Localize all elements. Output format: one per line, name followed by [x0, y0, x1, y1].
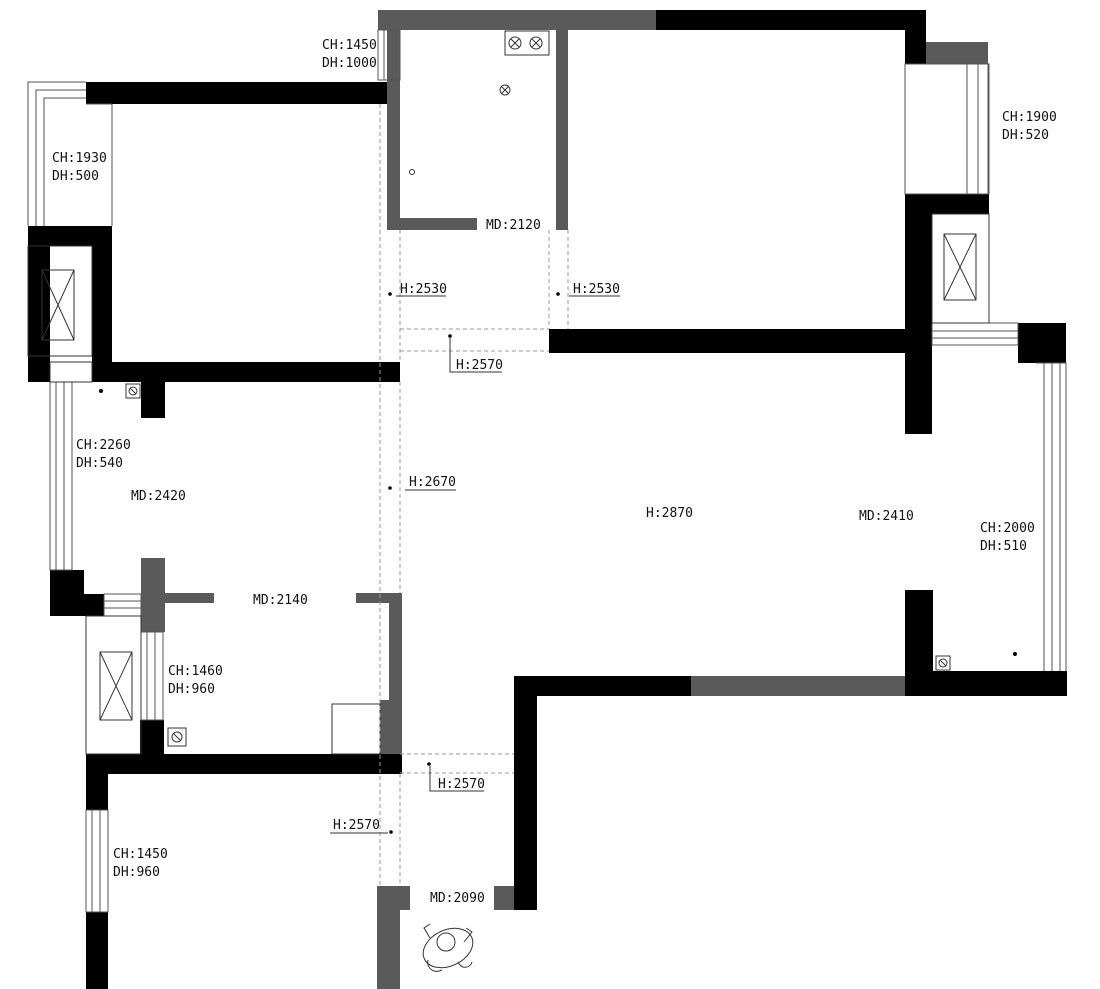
label-h-entry-left: H:2570 — [333, 818, 380, 833]
walls-structural — [28, 10, 1067, 989]
label-win-left-low-dh: DH:960 — [168, 682, 215, 697]
label-win-left-mid-ch: CH:2260 — [76, 438, 131, 453]
label-h-hall: H:2670 — [409, 475, 456, 490]
label-win-left-mid-dh: DH:540 — [76, 456, 123, 471]
label-h-entry-right: H:2570 — [438, 777, 485, 792]
ac-units — [27, 213, 990, 755]
label-win-left-bottom-ch: CH:1450 — [113, 847, 168, 862]
label-win-right-mid-dh: DH:510 — [980, 539, 1027, 554]
dimension-labels: CH:1450 DH:1000 CH:1930 DH:500 CH:1900 D… — [52, 38, 1057, 906]
label-win-left-low-ch: CH:1460 — [168, 664, 223, 679]
label-door-bath: MD:2120 — [486, 218, 541, 233]
label-win-left-top-ch: CH:1930 — [52, 151, 107, 166]
label-door-bed-left: MD:2420 — [131, 489, 186, 504]
leader-lines — [330, 292, 620, 834]
label-h-right-top: H:2530 — [573, 282, 620, 297]
label-door-bed-right: MD:2410 — [859, 509, 914, 524]
label-win-right-mid-ch: CH:2000 — [980, 521, 1035, 536]
label-win-top-ch: CH:1450 — [322, 38, 377, 53]
label-h-living: H:2870 — [646, 506, 693, 521]
label-h-left-top: H:2530 — [400, 282, 447, 297]
label-door-kitchen: MD:2140 — [253, 593, 308, 608]
windows — [27, 29, 1067, 913]
label-win-right-top-dh: DH:520 — [1002, 128, 1049, 143]
label-win-right-top-ch: CH:1900 — [1002, 110, 1057, 125]
label-win-left-top-dh: DH:500 — [52, 169, 99, 184]
entrance-person-icon — [422, 923, 474, 972]
label-win-top-dh: DH:1000 — [322, 56, 377, 71]
label-door-entry: MD:2090 — [430, 891, 485, 906]
label-win-left-bottom-dh: DH:960 — [113, 865, 160, 880]
label-h-corridor: H:2570 — [456, 358, 503, 373]
walls-partition — [141, 10, 988, 989]
